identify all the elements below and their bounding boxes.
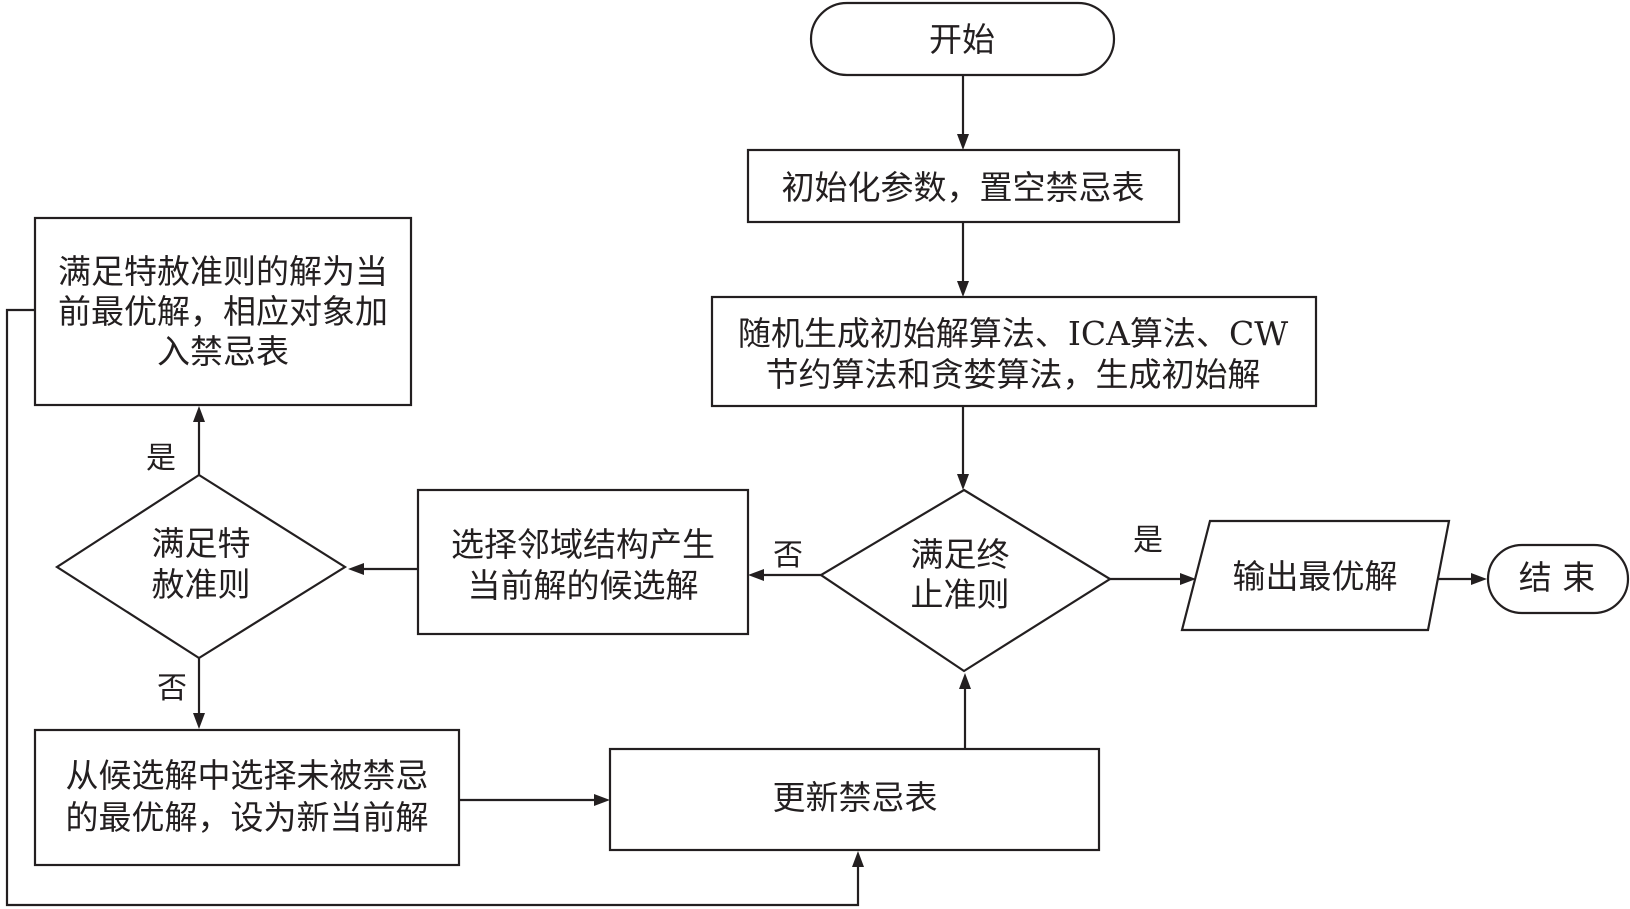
arrowhead [852, 851, 864, 867]
arrowhead [594, 794, 610, 806]
aspiration-label-line1: 满足特 [152, 524, 251, 563]
aspiration-update-label-line1: 满足特赦准则的解为当 [58, 252, 388, 291]
gen-initial-label-line2: 节约算法和贪婪算法，生成初始解 [766, 355, 1261, 394]
arrowhead [348, 563, 364, 575]
arrowhead [1471, 573, 1487, 585]
edge-aspiration-loop [5, 308, 860, 907]
arrowhead [957, 474, 969, 490]
gen-initial-label-line1: 随机生成初始解算法、ICA算法、CW [738, 314, 1288, 353]
arrowhead [957, 134, 969, 150]
arrowhead [957, 281, 969, 297]
stop-label-line1: 满足终 [911, 535, 1010, 574]
start-terminal [809, 1, 1116, 77]
output-label: 输出最优解 [1233, 557, 1398, 596]
choose-best-label-line2: 的最优解，设为新当前解 [66, 798, 429, 837]
init-params-label: 初始化参数，置空禁忌表 [782, 168, 1145, 207]
select-neighbor-label-line2: 当前解的候选解 [468, 566, 699, 605]
aspiration-update-box [33, 216, 413, 407]
choose-best-box [33, 728, 461, 867]
aspiration-update-label-line3: 入禁忌表 [157, 332, 289, 371]
aspiration-yes-label: 是 [146, 441, 176, 476]
select-neighbor-label-line1: 选择邻域结构产生 [451, 525, 715, 564]
update-tabu-box [608, 747, 1101, 852]
arrowhead [748, 569, 764, 581]
stop-label-line2: 止准则 [911, 575, 1010, 614]
stop-no-label: 否 [773, 538, 803, 573]
gen-initial-box [710, 295, 1318, 408]
select-neighbor-box [416, 488, 750, 636]
aspiration-update-label-line2: 前最优解，相应对象加 [58, 292, 388, 331]
end-terminal [1486, 543, 1630, 615]
aspiration-label-line2: 赦准则 [152, 565, 251, 604]
arrowhead [1180, 573, 1196, 585]
arrowhead [193, 406, 205, 422]
aspiration-decision [54, 473, 348, 660]
stop-yes-label: 是 [1133, 523, 1163, 558]
arrowhead [959, 673, 971, 689]
end-label: 结 束 [1519, 558, 1596, 597]
update-tabu-label: 更新禁忌表 [773, 778, 938, 817]
stop-decision [818, 488, 1113, 673]
arrowhead [193, 713, 205, 729]
output-parallelogram [1180, 519, 1451, 632]
aspiration-no-label: 否 [157, 671, 187, 706]
start-label: 开始 [929, 20, 995, 59]
choose-best-label-line1: 从候选解中选择未被禁忌 [66, 756, 429, 795]
init-params-box [746, 148, 1181, 224]
